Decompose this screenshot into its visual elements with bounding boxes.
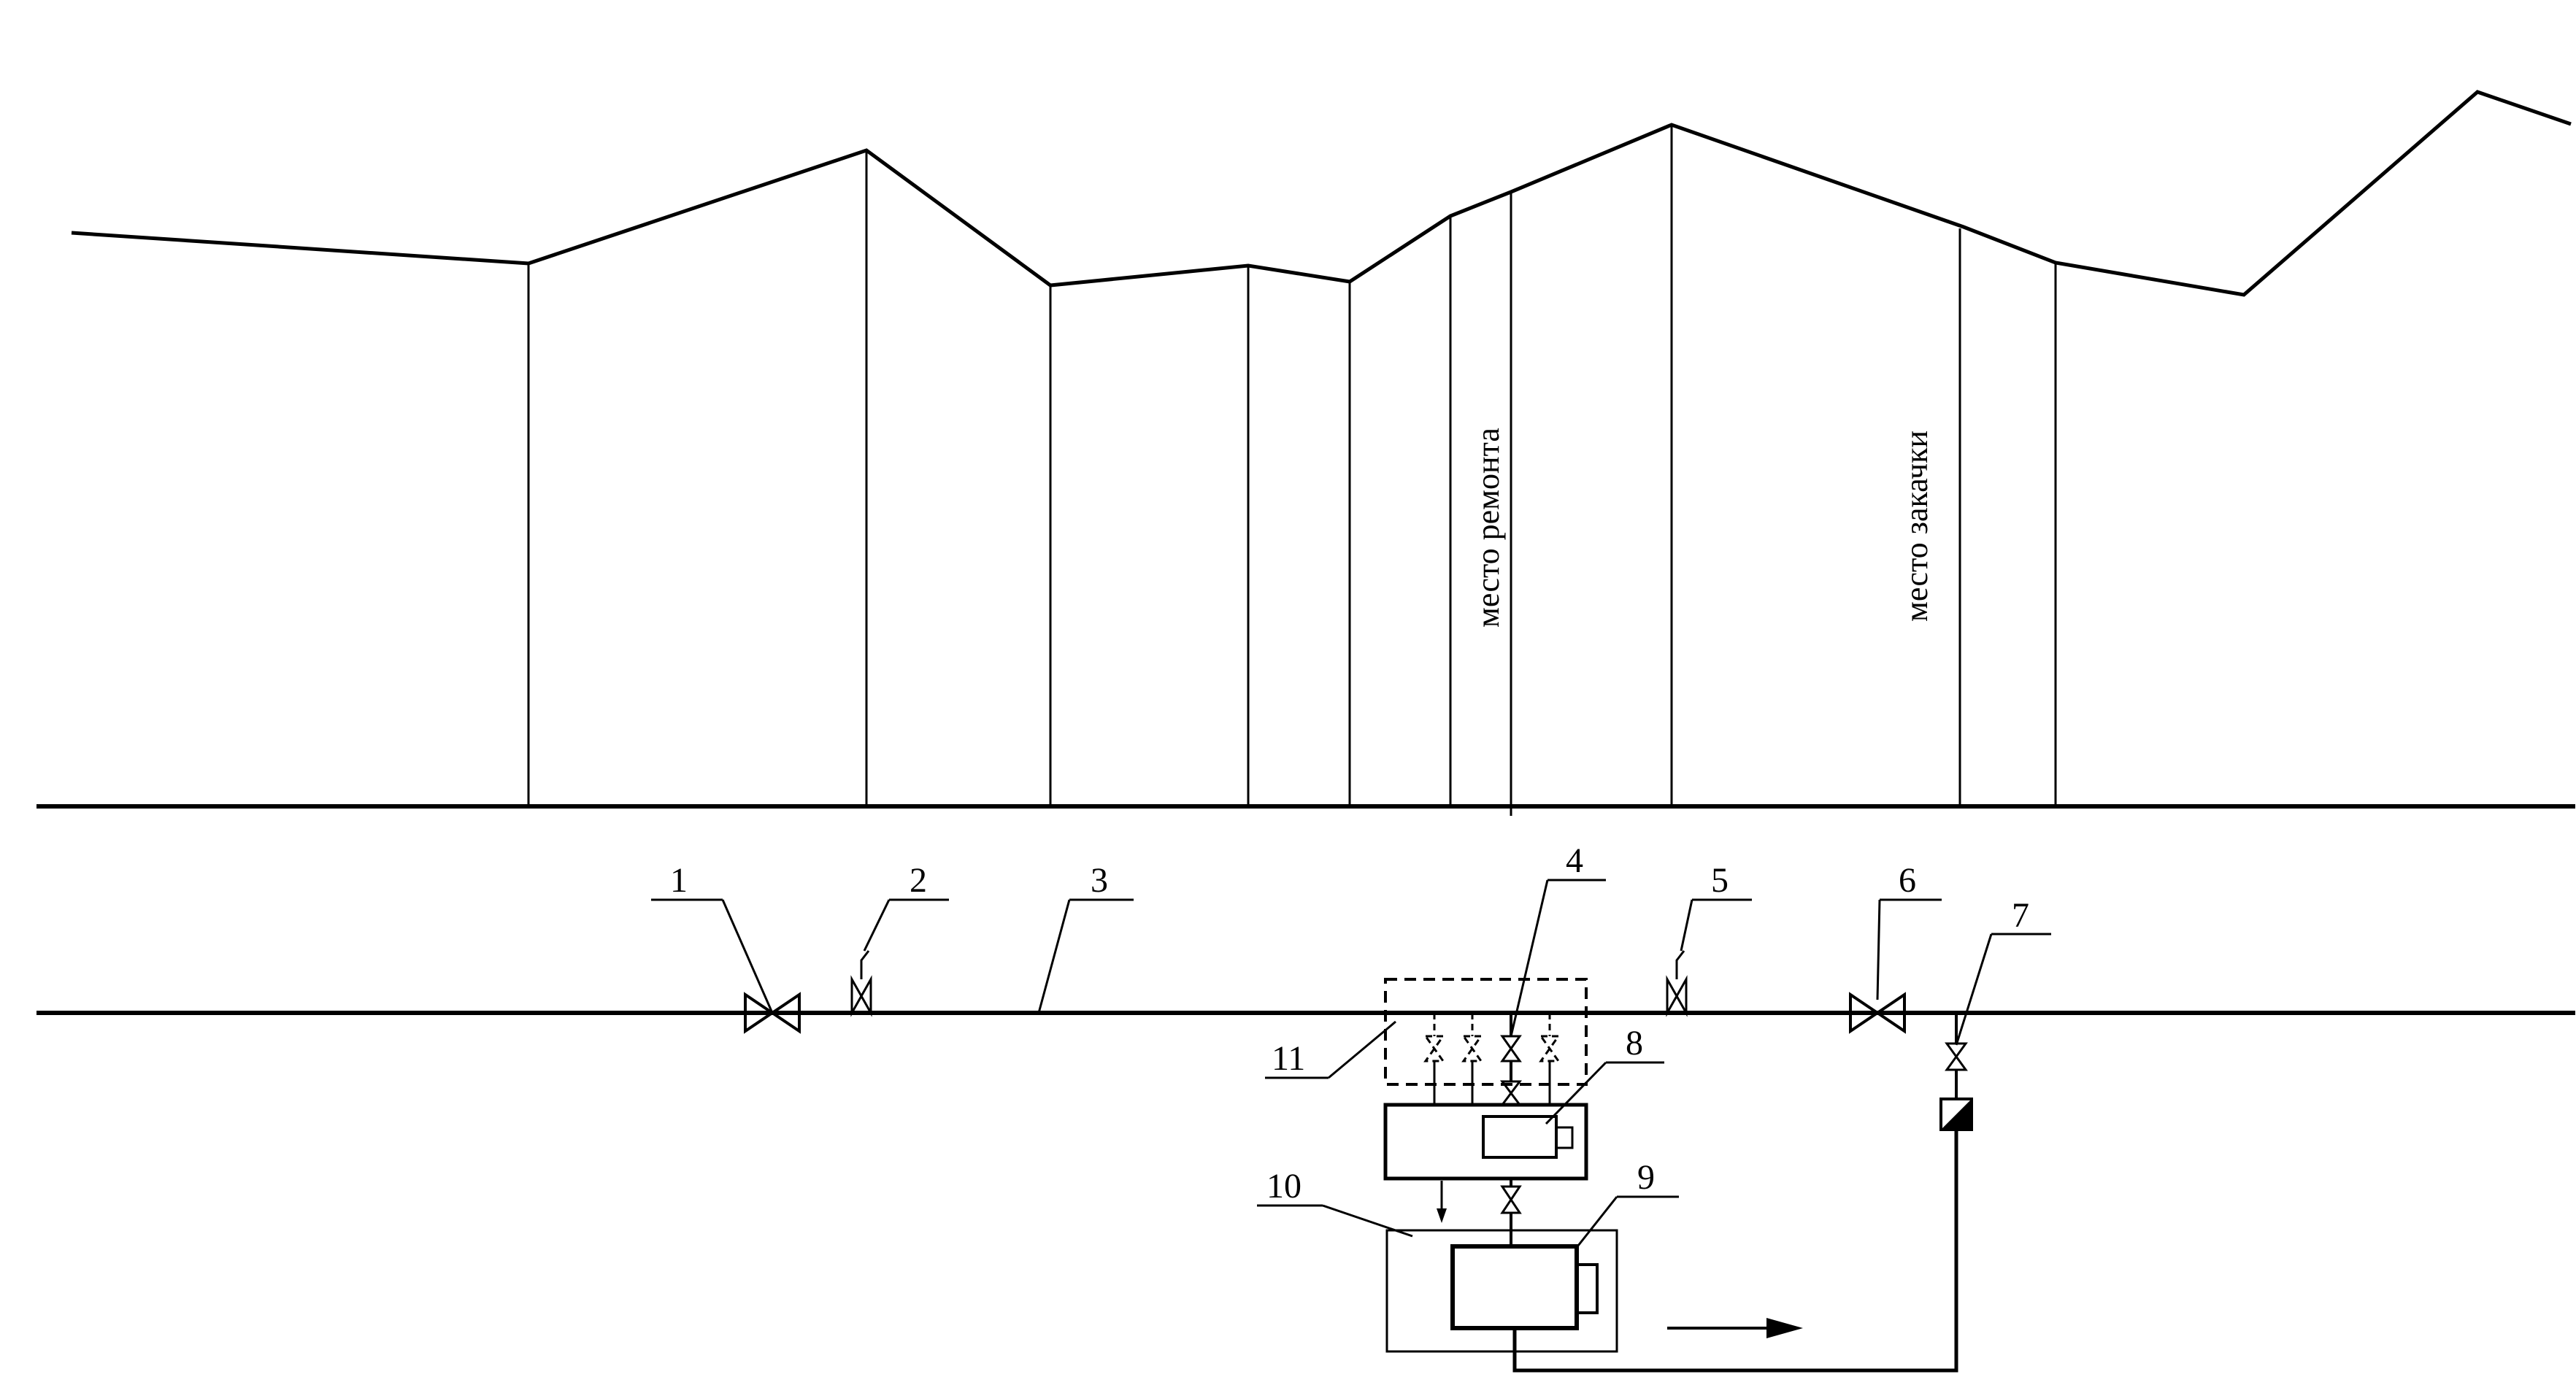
profile-section-lines bbox=[527, 125, 2057, 816]
dashed-enclosure-11 bbox=[1384, 978, 1588, 1086]
callout-3: 3 bbox=[1091, 861, 1108, 900]
repair-place-label: место ремонта bbox=[1470, 428, 1506, 628]
callout-6: 6 bbox=[1899, 861, 1916, 900]
tank-outlet-line bbox=[1500, 1179, 1522, 1246]
flow-direction-arrow bbox=[1667, 1318, 1803, 1338]
callout-1: 1 bbox=[670, 861, 688, 900]
callout-2: 2 bbox=[910, 861, 927, 900]
callout-5: 5 bbox=[1711, 861, 1729, 900]
terrain-profile bbox=[71, 90, 2572, 297]
gate-valve-6 bbox=[1849, 992, 1906, 1034]
callout-8: 8 bbox=[1626, 1024, 1643, 1062]
air-vent-valve-2 bbox=[850, 950, 872, 1017]
air-vent-valve-5 bbox=[1666, 950, 1688, 1017]
drain-arrow bbox=[1437, 1181, 1447, 1223]
branch-valves bbox=[1423, 1013, 1561, 1106]
callout-leaders bbox=[651, 879, 2051, 1250]
return-branch-7 bbox=[1512, 1013, 1973, 1373]
pumping-place-label: место закачки bbox=[1899, 431, 1934, 622]
gate-valve-1 bbox=[744, 992, 801, 1034]
pump-9 bbox=[1450, 1244, 1599, 1344]
pump-8 bbox=[1482, 1115, 1574, 1159]
callout-11: 11 bbox=[1272, 1039, 1305, 1078]
callout-4: 4 bbox=[1566, 841, 1583, 880]
callout-7: 7 bbox=[2012, 896, 2029, 935]
callout-9: 9 bbox=[1637, 1158, 1655, 1197]
pump-unit-frame-10 bbox=[1385, 1229, 1618, 1353]
callout-10: 10 bbox=[1266, 1167, 1302, 1206]
collection-tank bbox=[1383, 1103, 1588, 1181]
